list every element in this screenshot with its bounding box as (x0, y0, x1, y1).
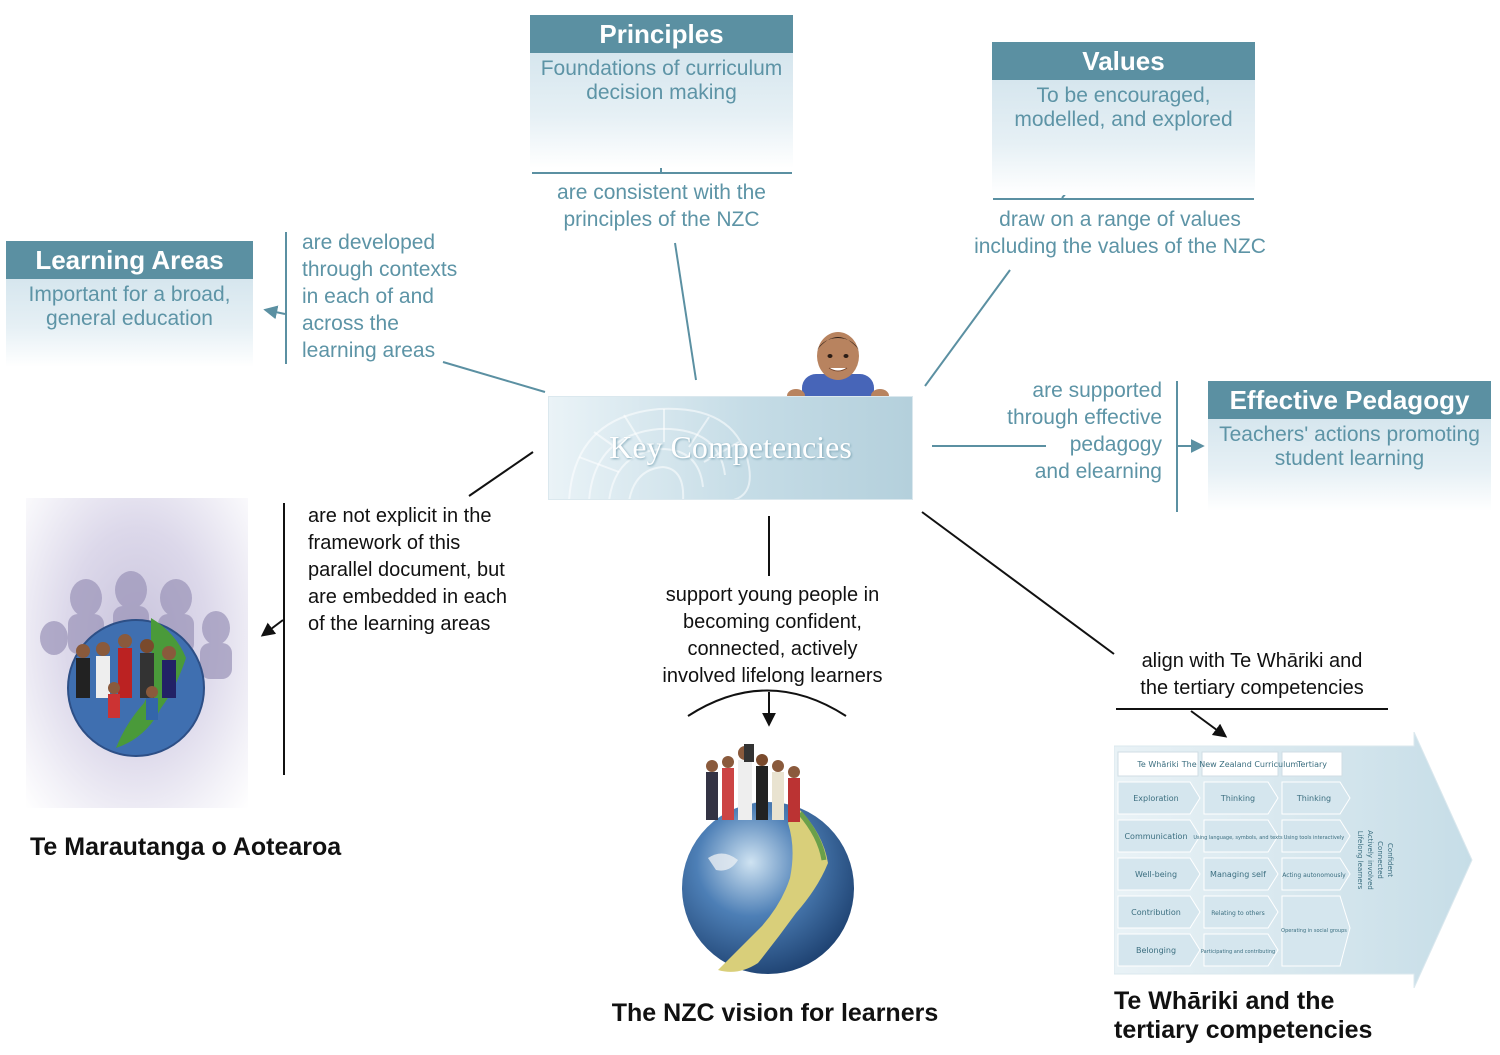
learning-areas-relation: are developed through contexts in each o… (302, 231, 458, 362)
key-competencies-box: Key Competencies (548, 396, 913, 500)
principles-connector (674, 242, 697, 381)
marautanga-people-globe (40, 571, 232, 757)
svg-text:Lifelong learners: Lifelong learners (1356, 831, 1364, 890)
svg-text:Managing self: Managing self (1210, 870, 1266, 879)
principles-box: Principles Foundations of curriculum dec… (530, 15, 793, 168)
pedagogy-title: Effective Pedagogy (1208, 381, 1491, 419)
header-te-whariki: Te Whāriki (1136, 760, 1178, 769)
vision-relation: support young people in becoming confide… (662, 584, 883, 687)
svg-text:Using tools interactively: Using tools interactively (1284, 835, 1344, 841)
vision-arc (687, 689, 847, 717)
marautanga-arrow (260, 619, 284, 637)
svg-text:Participating and contributing: Participating and contributing (1201, 949, 1275, 955)
svg-text:Acting autonomously: Acting autonomously (1282, 872, 1346, 879)
svg-text:Exploration: Exploration (1133, 794, 1179, 803)
values-subtitle: To be encouraged, modelled, and explored (992, 80, 1255, 195)
pedagogy-relation: are supported through effective pedagogy… (1007, 379, 1162, 483)
competency-alignment-chart: Te Whāriki The New Zealand Curriculum Te… (1114, 732, 1473, 988)
whariki-relation: align with Te Whāriki and the tertiary c… (1140, 650, 1364, 699)
svg-text:Belonging: Belonging (1136, 946, 1176, 955)
whariki-connector (921, 511, 1115, 655)
svg-text:Relating to others: Relating to others (1211, 910, 1265, 917)
values-box: Values To be encouraged, modelled, and e… (992, 42, 1255, 195)
svg-text:Actively involved: Actively involved (1366, 830, 1374, 890)
marautanga-caption: Te Marautanga o Aotearoa (30, 833, 342, 861)
svg-text:Thinking: Thinking (1296, 794, 1331, 803)
nautilus-shell-graphic (568, 407, 751, 499)
principles-subtitle: Foundations of curriculum decision makin… (530, 53, 793, 168)
pedagogy-subtitle: Teachers' actions promoting student lear… (1208, 419, 1491, 511)
child-figure (787, 332, 889, 402)
learning-areas-box: Learning Areas Important for a broad, ge… (6, 241, 253, 367)
svg-text:Operating in social groups: Operating in social groups (1281, 928, 1347, 934)
table-cells: Exploration Thinking Thinking Communicat… (1124, 794, 1347, 955)
principles-relation: are consistent with the principles of th… (557, 181, 766, 231)
pedagogy-box: Effective Pedagogy Teachers' actions pro… (1208, 381, 1491, 511)
arrow-outcomes: Confident Connected Actively involved Li… (1356, 830, 1394, 890)
header-nzc: The New Zealand Curriculum (1181, 760, 1299, 769)
marautanga-relation: are not explicit in the framework of thi… (308, 505, 508, 635)
svg-text:Communication: Communication (1124, 832, 1187, 841)
key-competencies-title: Key Competencies (609, 429, 852, 465)
svg-text:Using language, symbols, and t: Using language, symbols, and texts (1193, 835, 1283, 841)
vision-caption: The NZC vision for learners (611, 999, 939, 1027)
values-title: Values (992, 42, 1255, 80)
svg-text:Well-being: Well-being (1135, 870, 1177, 879)
table-headers: Te Whāriki The New Zealand Curriculum Te… (1117, 751, 1343, 777)
whariki-arrow (1190, 710, 1228, 738)
vision-globe-image (682, 744, 854, 974)
svg-text:Thinking: Thinking (1220, 794, 1255, 803)
marautanga-connector (468, 451, 534, 497)
svg-text:Connected: Connected (1376, 841, 1384, 879)
values-connector (924, 269, 1011, 387)
values-relation: draw on a range of values including the … (974, 208, 1266, 258)
learning-areas-connector (442, 361, 546, 393)
learning-areas-title: Learning Areas (6, 241, 253, 279)
whariki-caption: Te Whāriki and the tertiary competencies (1114, 987, 1373, 1044)
learning-areas-arrow (263, 305, 286, 320)
marautanga-cover-image (26, 498, 248, 808)
header-tertiary: Tertiary (1296, 760, 1327, 769)
table-rows (1117, 781, 1351, 967)
learning-areas-subtitle: Important for a broad, general education (6, 279, 253, 367)
svg-text:Contribution: Contribution (1131, 908, 1181, 917)
principles-title: Principles (530, 15, 793, 53)
svg-text:Confident: Confident (1386, 843, 1394, 877)
